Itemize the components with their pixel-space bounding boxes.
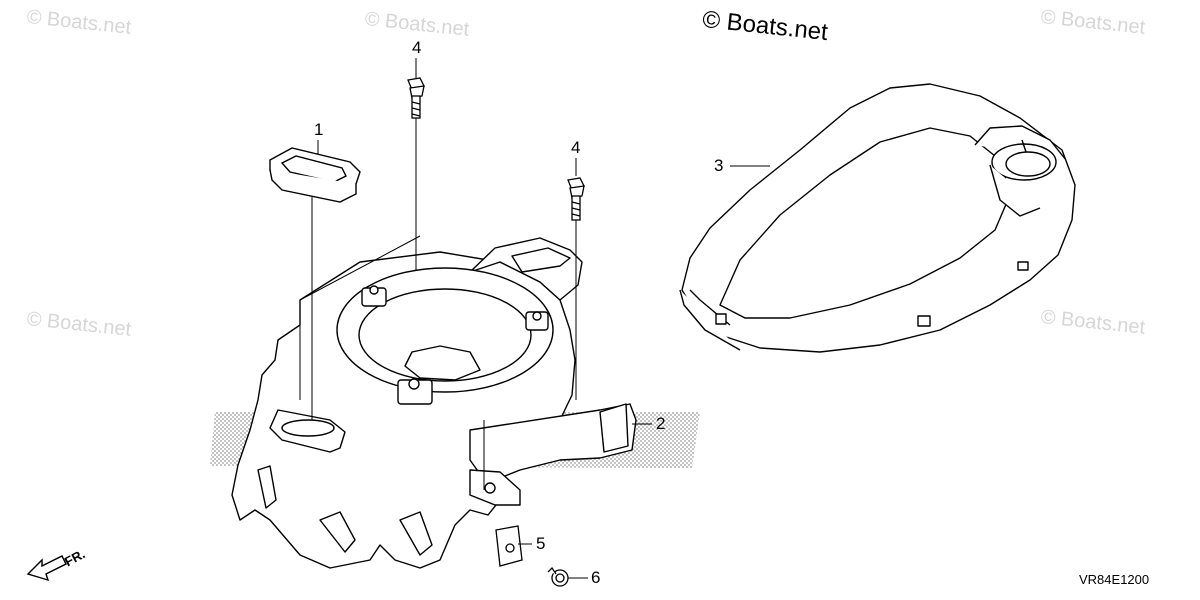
callout-part-5: 5 bbox=[536, 534, 546, 553]
support-bracket bbox=[469, 403, 637, 506]
bolt-part-4-right bbox=[567, 177, 585, 221]
diagram-code: VR84E1200 bbox=[1079, 572, 1150, 587]
top-cover-part-3 bbox=[679, 83, 1076, 353]
callout-part-6: 6 bbox=[591, 568, 601, 587]
front-direction-arrow bbox=[26, 555, 67, 582]
bolt-part-4-left bbox=[407, 77, 425, 119]
fan-shroud bbox=[231, 237, 583, 569]
screw-part-6 bbox=[547, 566, 569, 587]
leader-lines bbox=[299, 58, 770, 579]
callout-part-2: 2 bbox=[656, 414, 666, 433]
callout-part-1: 1 bbox=[314, 120, 324, 139]
callout-part-4-left: 4 bbox=[412, 38, 422, 57]
callout-part-3: 3 bbox=[714, 156, 724, 175]
grommet-part-1 bbox=[269, 147, 361, 203]
clip-part-5 bbox=[495, 525, 523, 567]
callout-part-4-right: 4 bbox=[571, 138, 581, 157]
